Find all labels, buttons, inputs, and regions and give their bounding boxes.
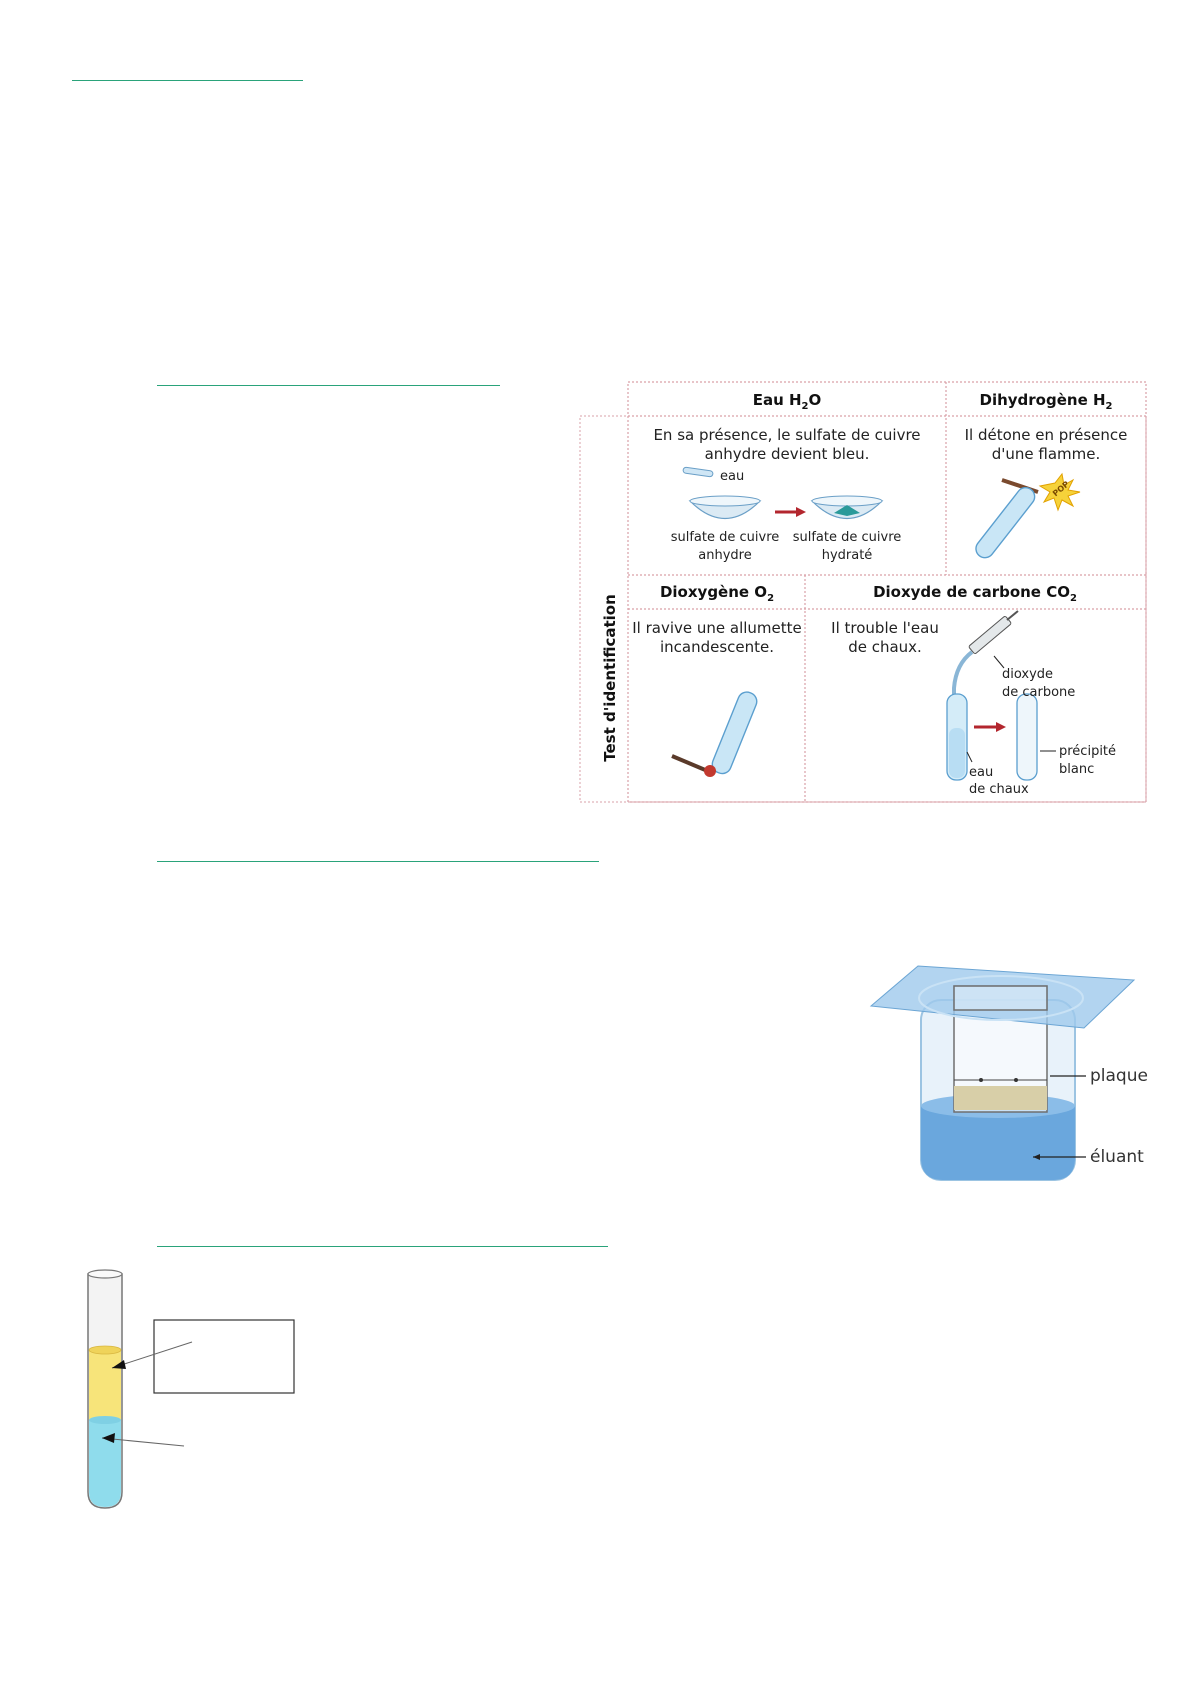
co2-title: Dioxyde de carbone CO2 <box>873 583 1077 604</box>
section-rule-4 <box>157 1246 608 1247</box>
label-plate: plaque <box>1090 1066 1148 1086</box>
label-lime-2: de chaux <box>969 782 1029 797</box>
label-anhydrous-1: sulfate de cuivre <box>671 530 780 545</box>
side-header: Test d'identification <box>601 594 619 762</box>
label-eluent: éluant <box>1090 1147 1144 1167</box>
oxygen-desc-1: Il ravive une allumette <box>632 619 802 637</box>
water-title: Eau H2O <box>753 391 822 412</box>
oxygen-title: Dioxygène O2 <box>660 583 774 604</box>
oxygen-illustration <box>671 691 758 777</box>
hydrogen-desc-2: d'une flamme. <box>992 445 1101 463</box>
decantation-test-tube <box>87 1269 295 1509</box>
section-rule-3 <box>157 861 599 862</box>
label-precip-1: précipité <box>1059 744 1116 759</box>
co2-desc-2: de chaux. <box>848 638 922 656</box>
chromatography-illustration: plaque éluant <box>869 965 1148 1181</box>
hydrogen-title: Dihydrogène H2 <box>980 391 1113 412</box>
copper-sulfate-illustration: eau sulfate de cuivre anhydre sulfate de… <box>671 466 902 563</box>
answer-box[interactable] <box>153 1319 295 1394</box>
label-lime-1: eau <box>969 765 993 780</box>
section-rule-1 <box>72 80 303 81</box>
water-desc-1: En sa présence, le sulfate de cuivre <box>653 426 920 444</box>
hydrogen-illustration: POP <box>975 472 1081 559</box>
water-desc-2: anhydre devient bleu. <box>705 445 870 463</box>
hydrogen-desc-1: Il détone en présence <box>965 426 1128 444</box>
co2-illustration: dioxyde de carbone eau de chaux précipit… <box>946 610 1116 797</box>
label-anhydrous-2: anhydre <box>698 548 751 563</box>
co2-desc-1: Il trouble l'eau <box>831 619 939 637</box>
label-water: eau <box>720 469 744 484</box>
label-co2-1: dioxyde <box>1002 667 1053 682</box>
oxygen-desc-2: incandescente. <box>660 638 774 656</box>
label-precip-2: blanc <box>1059 762 1094 777</box>
section-rule-2 <box>157 385 500 386</box>
identification-table: Test d'identification Eau H2O Dihydrogèn… <box>579 381 1147 803</box>
label-hydrated-1: sulfate de cuivre <box>793 530 902 545</box>
label-co2-2: de carbone <box>1002 685 1075 700</box>
label-hydrated-2: hydraté <box>822 548 873 563</box>
